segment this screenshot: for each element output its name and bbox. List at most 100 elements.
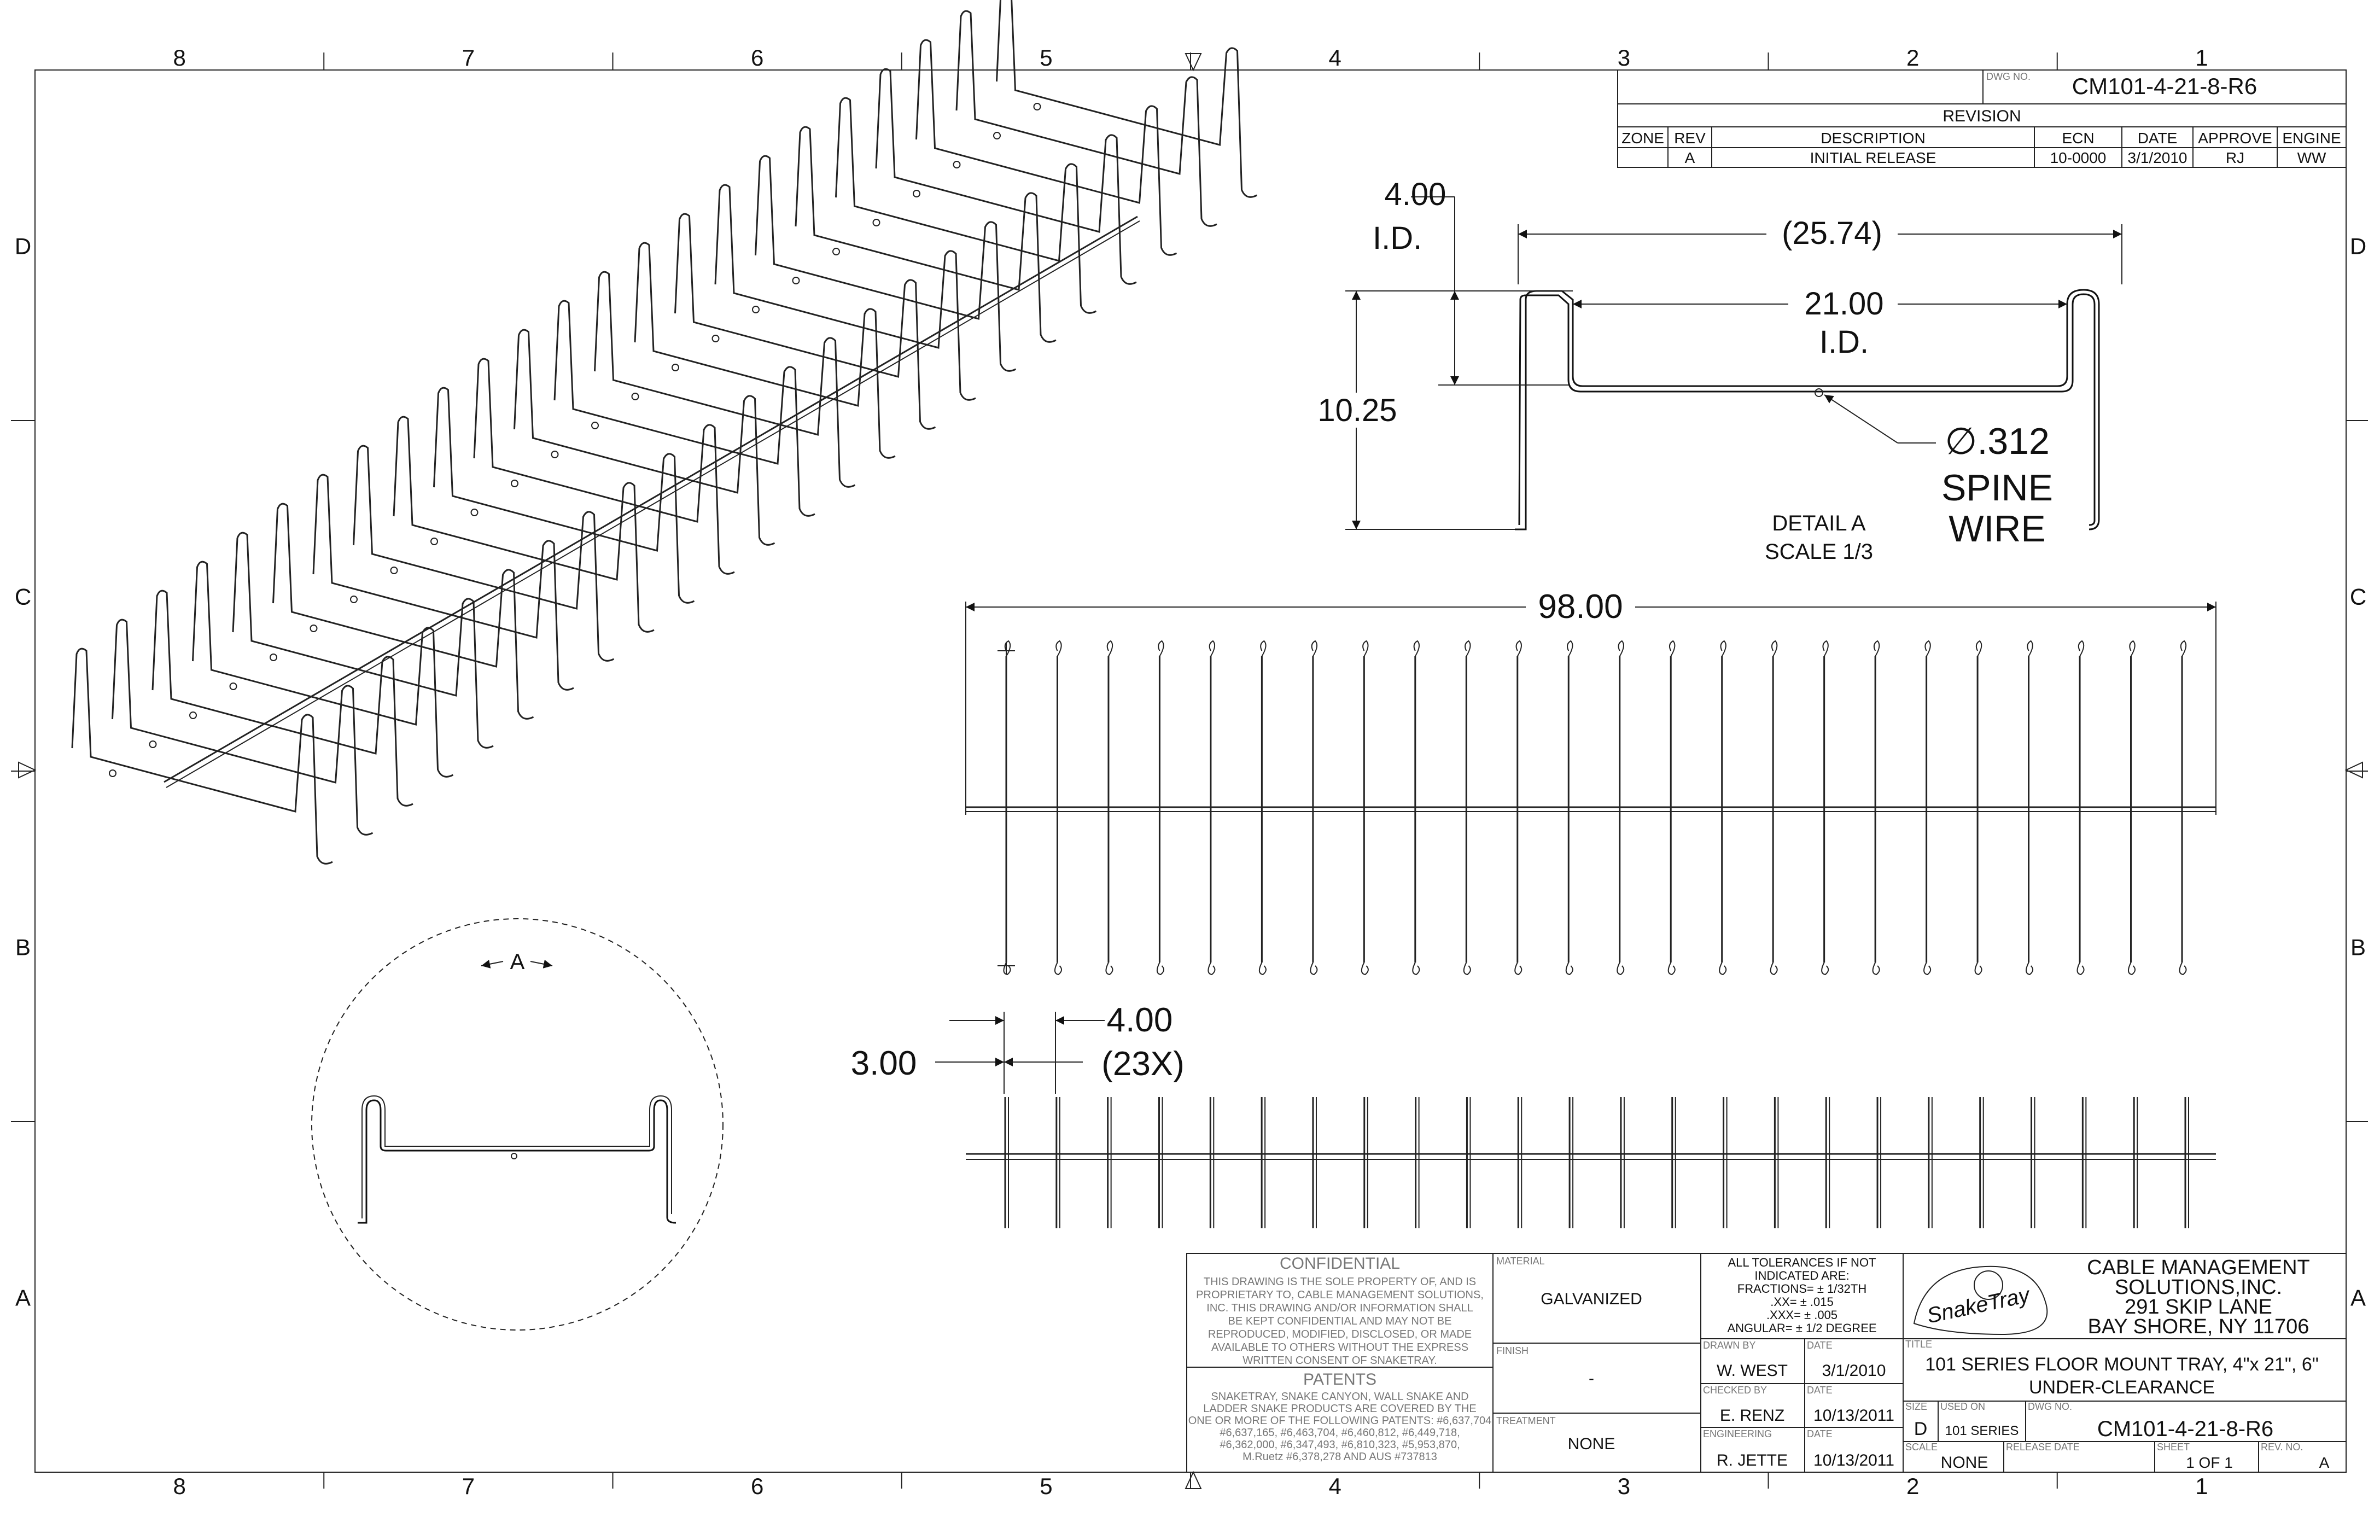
company-line: BAY SHORE, NY 11706 xyxy=(2088,1315,2309,1338)
iso-rung-node xyxy=(832,248,840,255)
plan-rung-hook-bottom xyxy=(1719,962,1727,976)
plan-rung-hook-top xyxy=(1055,640,1062,657)
revision-title: REVISION xyxy=(1942,107,2021,125)
finish-value: - xyxy=(1589,1369,1594,1387)
plan-rung-hook-bottom xyxy=(1003,962,1011,976)
section-a-view: A xyxy=(311,918,724,1331)
iso-rung-node xyxy=(551,451,559,458)
tolerance-line: ANGULAR= ± 1/2 DEGREE xyxy=(1727,1321,1876,1335)
iso-rung xyxy=(835,97,1097,314)
frame-row-label-left: D xyxy=(15,234,31,259)
rev-no-value: A xyxy=(2319,1454,2330,1471)
detail-profile-inner xyxy=(1518,293,2096,526)
rev-header-cell: DESCRIPTION xyxy=(1821,130,1925,147)
frame-col-label-bottom: 4 xyxy=(1328,1473,1341,1499)
plan-rung-hook-top xyxy=(1924,640,1931,657)
plan-rung-hook-bottom xyxy=(1156,962,1164,976)
frame-col-label-bottom: 8 xyxy=(173,1473,185,1499)
plan-rung-hook-bottom xyxy=(1872,962,1880,976)
plan-rung-hook-top xyxy=(1158,640,1164,657)
frame-col-label-bottom: 6 xyxy=(751,1473,763,1499)
title-block: CONFIDENTIAL THIS DRAWING IS THE SOLE PR… xyxy=(1186,1253,2347,1473)
plan-rung-hook-bottom xyxy=(1617,962,1625,976)
confidential-text-line: AVAILABLE TO OTHERS WITHOUT THE EXPRESS xyxy=(1211,1341,1468,1354)
iso-rung-node xyxy=(1033,103,1041,110)
drawn-by: W. WEST xyxy=(1717,1362,1788,1380)
iso-rung xyxy=(71,648,333,865)
patent-text-line: M.Ruetz #6,378,278 AND AUS #737813 xyxy=(1242,1451,1437,1463)
snaketray-logo: SnakeTray xyxy=(1913,1265,2048,1335)
iso-rung-node xyxy=(390,567,398,574)
frame-col-label-bottom: 5 xyxy=(1040,1473,1052,1499)
center-mark-right xyxy=(2344,761,2363,779)
frame-row-label-right: A xyxy=(2350,1285,2366,1311)
engineering-date-label: DATE xyxy=(1807,1428,1833,1439)
rev-row-cell: 10-0000 xyxy=(2050,149,2107,166)
plan-rung-hook-bottom xyxy=(1361,962,1369,976)
plan-rung-hook-top xyxy=(1822,640,1829,657)
plan-rung-hook-bottom xyxy=(2179,962,2187,976)
iso-rung-node xyxy=(511,480,518,487)
iso-rung-node xyxy=(189,711,197,719)
center-mark-top xyxy=(1185,53,1202,72)
patent-text-line: #6,637,165, #6,463,704, #6,460,812, #6,4… xyxy=(1220,1427,1460,1439)
iso-rung xyxy=(112,619,374,836)
confidential-text-line: BE KEPT CONFIDENTIAL AND MAY NOT BE xyxy=(1228,1315,1452,1327)
tolerance-line: .XX= ± .015 xyxy=(1770,1295,1833,1309)
iso-rung-node xyxy=(149,740,157,748)
iso-rung xyxy=(433,387,695,604)
wire-label-2: WIRE xyxy=(1949,508,2046,550)
rev-header-cell: ECN xyxy=(2062,130,2094,147)
wire-diameter: ∅.312 xyxy=(1945,421,2050,462)
detail-scale: SCALE 1/3 xyxy=(1765,540,1873,564)
frame-row-label-right: B xyxy=(2350,935,2366,960)
dim-length: 98.00 xyxy=(1538,588,1623,626)
rev-header-cell: DATE xyxy=(2138,130,2178,147)
plan-rung-hook-top xyxy=(1465,640,1471,657)
confidential-title: CONFIDENTIAL xyxy=(1280,1255,1400,1273)
iso-rung xyxy=(996,0,1258,198)
plan-rung-hook-bottom xyxy=(1974,962,1982,976)
iso-rung xyxy=(955,10,1217,227)
rev-dwg-no-label: DWG NO. xyxy=(1986,71,2031,82)
dim-pitch: 4.00 xyxy=(1107,1001,1173,1039)
material-label: MATERIAL xyxy=(1496,1256,1545,1267)
frame-col-label-top: 8 xyxy=(173,45,185,71)
drawing-title-line2: UNDER-CLEARANCE xyxy=(2029,1377,2215,1398)
frame-row-label-left: A xyxy=(15,1285,31,1311)
iso-rung-node xyxy=(229,682,237,690)
plan-rung-hook-bottom xyxy=(2076,962,2085,976)
rev-row-cell: 3/1/2010 xyxy=(2128,149,2188,166)
used-on-value: 101 SERIES xyxy=(1945,1424,2019,1438)
dwg-no-label: DWG NO. xyxy=(2028,1401,2072,1412)
tolerance-line: ALL TOLERANCES IF NOT xyxy=(1728,1256,1876,1269)
iso-rung xyxy=(674,213,936,430)
iso-rung-node xyxy=(672,364,679,371)
plan-rung-hook-bottom xyxy=(1821,962,1829,976)
iso-rung xyxy=(192,561,454,778)
tolerance-line: .XXX= ± .005 xyxy=(1766,1308,1838,1322)
plan-rung-hook-top xyxy=(1618,640,1624,657)
plan-rung-hook-bottom xyxy=(1923,962,1932,976)
iso-rung xyxy=(915,39,1177,256)
iso-rung xyxy=(755,155,1017,372)
iso-rung xyxy=(875,68,1137,285)
checked-date: 10/13/2011 xyxy=(1813,1407,1894,1425)
frame-row-label-right: D xyxy=(2350,234,2366,259)
plan-rung-hook-top xyxy=(1771,640,1778,657)
iso-rung-node xyxy=(792,277,800,284)
plan-rung-hook-top xyxy=(2078,640,2085,657)
dwg-no-value: CM101-4-21-8-R6 xyxy=(2097,1417,2273,1441)
spine-wire-section xyxy=(1815,388,1823,397)
iso-rung-node xyxy=(913,190,920,197)
frame-col-label-top: 2 xyxy=(1906,45,1919,71)
company-line: 291 SKIP LANE xyxy=(2125,1296,2272,1319)
title-label: TITLE xyxy=(1905,1339,1932,1350)
tolerance-line: INDICATED ARE: xyxy=(1754,1269,1849,1282)
iso-rung-node xyxy=(350,596,358,603)
iso-rung xyxy=(272,503,534,720)
iso-rung xyxy=(594,271,856,488)
drawn-date-label: DATE xyxy=(1807,1340,1833,1351)
confidential-text-line: WRITTEN CONSENT OF SNAKETRAY. xyxy=(1242,1355,1437,1367)
